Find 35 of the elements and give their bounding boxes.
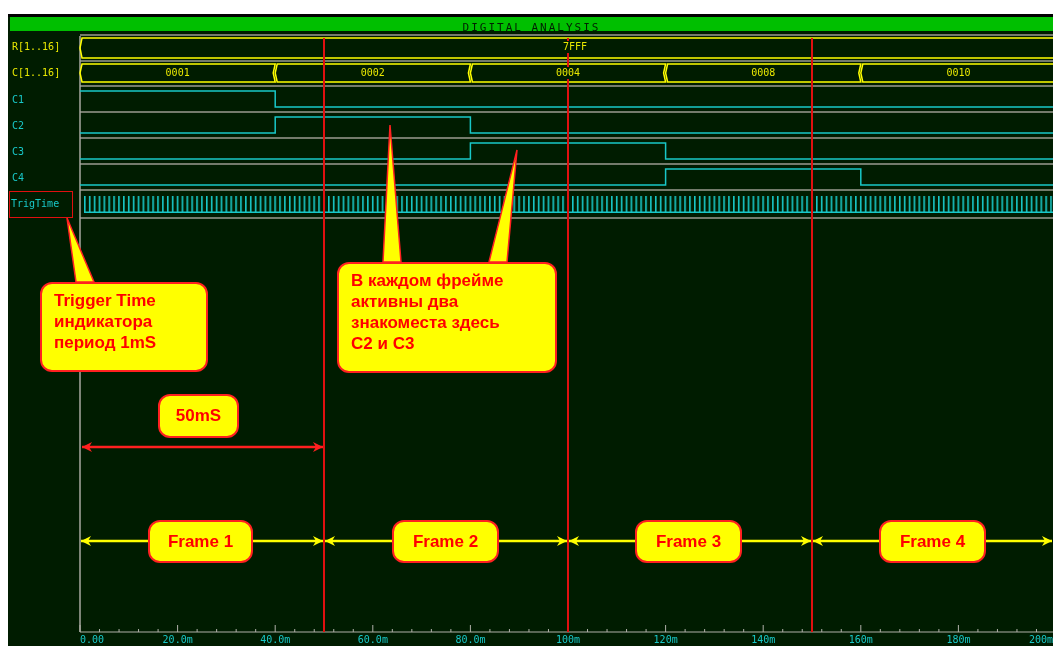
- axis-tick-label: 200m: [1029, 634, 1053, 646]
- axis-tick-label: 60.0m: [357, 634, 388, 646]
- axis-tick-label: 160m: [848, 634, 873, 646]
- signal-name: C3: [12, 146, 25, 158]
- signal-name: C2: [12, 120, 25, 132]
- bus-value: 0010: [944, 67, 973, 79]
- frame-label: Frame 4: [879, 520, 986, 563]
- signal-name-box: TrigTime: [9, 191, 73, 218]
- axis-tick-label: 140m: [751, 634, 776, 646]
- frame-label: Frame 3: [635, 520, 742, 563]
- callout-box: В каждом фрейме активны два знакоместа здесь C2 и C3: [337, 262, 557, 373]
- bus-value: 7FFF: [561, 41, 590, 53]
- signal-name: C[1..16]: [12, 67, 61, 79]
- signal-name: R[1..16]: [12, 41, 61, 53]
- callout-pointer: [488, 149, 518, 263]
- frame-label: Frame 2: [392, 520, 499, 563]
- signal-name: C1: [12, 94, 25, 106]
- signal-name: C4: [12, 172, 25, 184]
- callout-box: Trigger Time индикатора период 1mS: [40, 282, 208, 372]
- bus-value: 0004: [554, 67, 583, 79]
- bus-value: 0001: [163, 67, 192, 79]
- callout-pointer: [382, 124, 402, 263]
- callout-pointer: [66, 217, 95, 283]
- axis-tick-label: 80.0m: [455, 634, 486, 646]
- axis-tick-label: 120m: [653, 634, 678, 646]
- dimension-label: 50mS: [158, 394, 239, 438]
- bus-value: 0002: [358, 67, 387, 79]
- panel-title: DIGITAL ANALYSIS: [462, 21, 601, 34]
- axis-tick-label: 0.00: [80, 634, 105, 646]
- axis-tick-label: 100m: [556, 634, 581, 646]
- axis-tick-label: 20.0m: [162, 634, 193, 646]
- axis-tick-label: 180m: [946, 634, 971, 646]
- bus-value: 0008: [749, 67, 778, 79]
- frame-label: Frame 1: [148, 520, 253, 563]
- axis-tick-label: 40.0m: [260, 634, 291, 646]
